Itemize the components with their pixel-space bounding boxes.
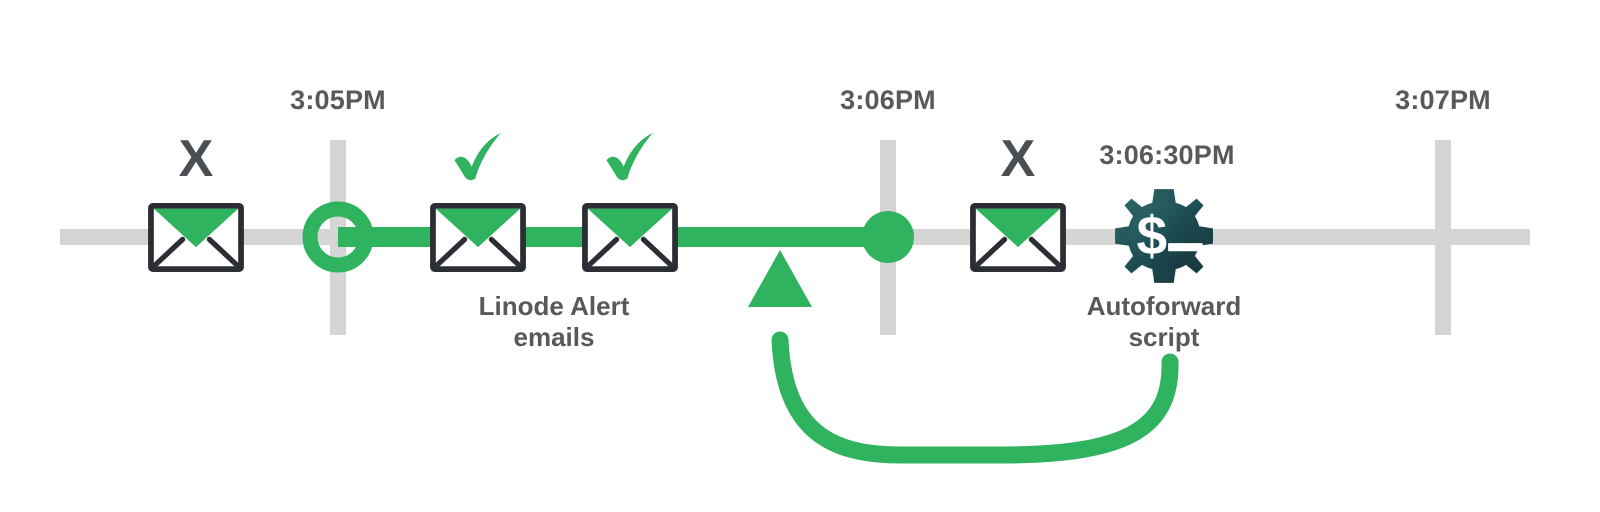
marker-dot-306[interactable] <box>862 211 914 263</box>
envelope-icon-1[interactable] <box>151 206 241 269</box>
check-mark-icon-2 <box>606 133 653 181</box>
check-mark-icon-1 <box>454 133 501 181</box>
marker-ring-305[interactable] <box>302 201 374 273</box>
gear-dollar-script-icon[interactable] <box>1115 189 1213 283</box>
envelope-icon-4[interactable] <box>973 206 1063 269</box>
envelope-icon-3[interactable] <box>585 206 675 269</box>
tick-mark-307 <box>1435 140 1451 335</box>
autoforward-feedback-arrow <box>748 250 1179 464</box>
envelope-icon-2[interactable] <box>433 206 523 269</box>
